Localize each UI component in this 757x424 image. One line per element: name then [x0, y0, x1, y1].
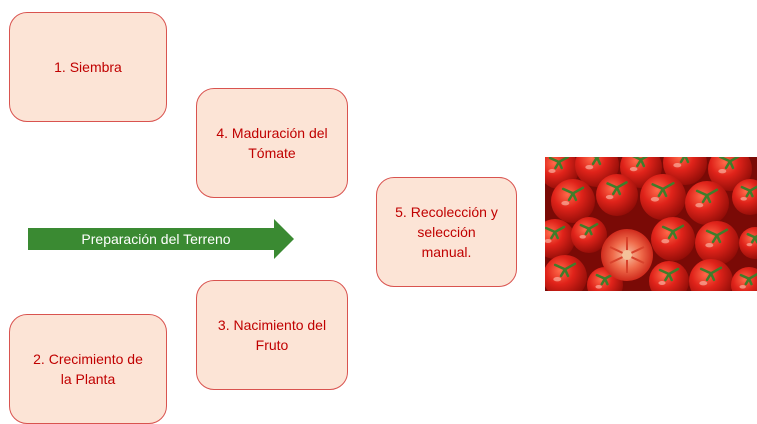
step-maduracion: 4. Maduración del Tómate	[196, 88, 348, 198]
step-maduracion-label: 4. Maduración del Tómate	[216, 125, 328, 161]
step-recoleccion-label: 5. Recolección y selección manual.	[395, 204, 498, 260]
step-siembra: 1. Siembra	[9, 12, 167, 122]
cut-tomato	[601, 229, 653, 281]
step-recoleccion: 5. Recolección y selección manual.	[376, 177, 517, 287]
arrow-label: Preparación del Terreno	[81, 231, 231, 247]
tomatoes-image-icon	[545, 157, 757, 291]
step-crecimiento: 2. Crecimiento de la Planta	[9, 314, 167, 424]
step-crecimiento-label: 2. Crecimiento de la Planta	[33, 351, 143, 387]
step-nacimiento-fruto-label: 3. Nacimiento del Fruto	[217, 317, 327, 353]
right-arrow-icon	[28, 219, 294, 259]
step-nacimiento-fruto: 3. Nacimiento del Fruto	[196, 280, 348, 390]
tomatoes-photo	[545, 157, 757, 291]
preparacion-terreno-arrow: Preparación del Terreno	[28, 219, 294, 259]
step-siembra-label: 1. Siembra	[54, 59, 122, 75]
